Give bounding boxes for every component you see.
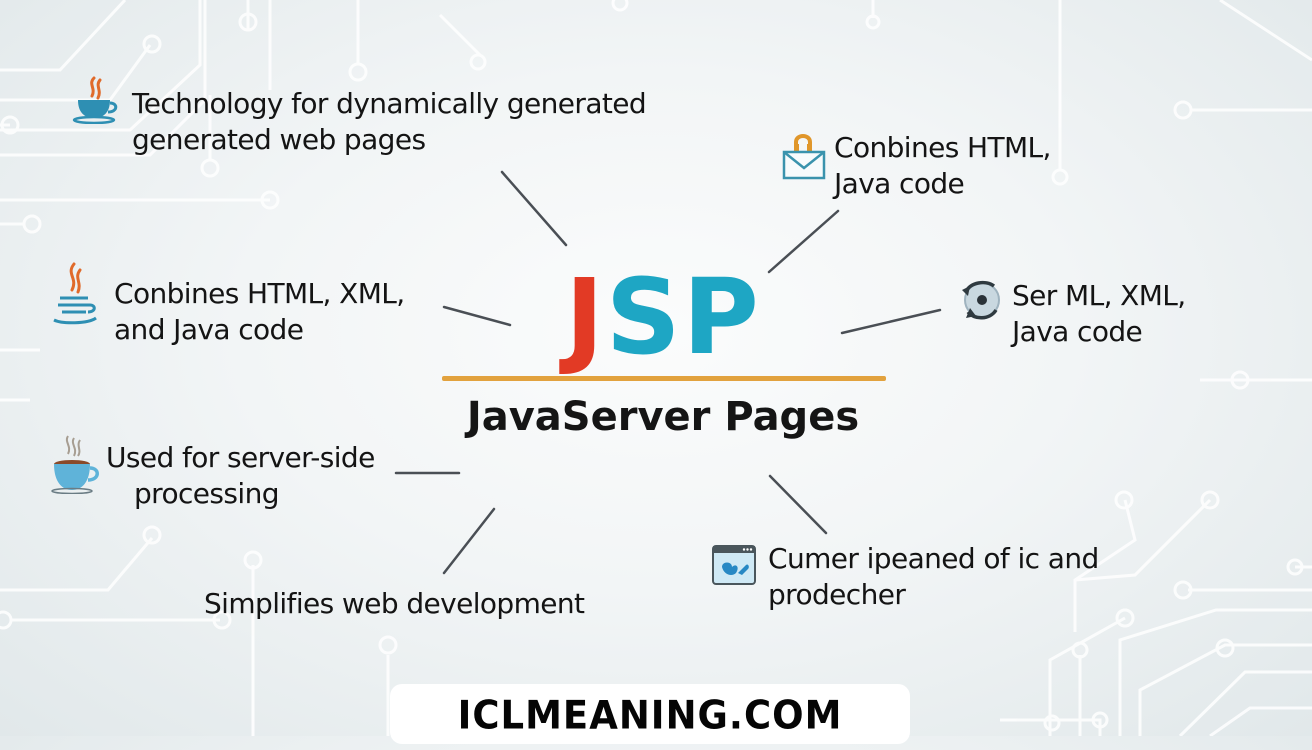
node-line: Java code xyxy=(1012,315,1143,348)
node-line: Technology for dynamically generated xyxy=(132,87,647,120)
node-bottom-left: Simplifies web development xyxy=(204,586,585,622)
jsp-letter-j: J xyxy=(565,256,606,378)
node-line: and Java code xyxy=(114,313,304,346)
subtitle: JavaServer Pages xyxy=(466,394,860,440)
node-text: Conbines HTML, XML, and Java code xyxy=(114,276,405,348)
node-line: Conbines HTML, XML, xyxy=(114,277,405,310)
java-logo-icon xyxy=(53,262,97,325)
node-text: Ser ML, XML, Java code xyxy=(1012,278,1186,350)
node-line: generated web pages xyxy=(132,123,426,156)
envelope-lock-icon xyxy=(782,134,826,180)
node-mid-right: Ser ML, XML, Java code xyxy=(956,278,1186,350)
node-low-left: Used for server-side processing xyxy=(50,435,375,512)
coffee-cup-icon xyxy=(51,435,99,494)
edge-top-left xyxy=(500,170,568,247)
edge-bottom-left xyxy=(442,507,496,575)
node-text: Used for server-side processing xyxy=(106,440,375,512)
node-line: Conbines HTML, xyxy=(834,131,1051,164)
node-bottom-right: Cumer ipeaned of ic and prodecher xyxy=(712,541,1099,613)
node-top-right: Conbines HTML, Java code xyxy=(782,130,1051,202)
watermark-text: ICLMEANING.COM xyxy=(457,692,843,739)
node-text: Technology for dynamically generated gen… xyxy=(132,86,647,158)
node-top-left: Technology for dynamically generated gen… xyxy=(70,76,647,158)
edge-bottom-right xyxy=(768,474,828,535)
node-line: Used for server-side xyxy=(106,441,375,474)
edge-mid-left xyxy=(442,305,512,327)
node-mid-left: Conbines HTML, XML, and Java code xyxy=(48,262,405,348)
node-line: processing xyxy=(134,477,280,510)
edge-mid-right xyxy=(840,308,942,335)
watermark-banner: ICLMEANING.COM xyxy=(390,684,910,744)
node-line: Java code xyxy=(834,167,965,200)
edge-top-right xyxy=(767,209,840,274)
title-divider xyxy=(442,376,886,381)
node-line: Ser ML, XML, xyxy=(1012,279,1186,312)
node-text: Simplifies web development xyxy=(204,586,585,622)
node-text: Cumer ipeaned of ic and prodecher xyxy=(768,541,1099,613)
jsp-acronym: JSP xyxy=(440,262,886,372)
java-cup-icon xyxy=(72,76,118,124)
node-text: Conbines HTML, Java code xyxy=(834,130,1051,202)
node-line: prodecher xyxy=(768,578,906,611)
node-line: Cumer ipeaned of ic and xyxy=(768,542,1099,575)
node-line: Simplifies web development xyxy=(204,587,585,620)
browser-window-icon xyxy=(712,545,756,585)
sync-disc-icon xyxy=(962,280,1000,320)
center-title: JSP xyxy=(440,262,886,372)
jsp-letters-sp: SP xyxy=(605,256,761,378)
